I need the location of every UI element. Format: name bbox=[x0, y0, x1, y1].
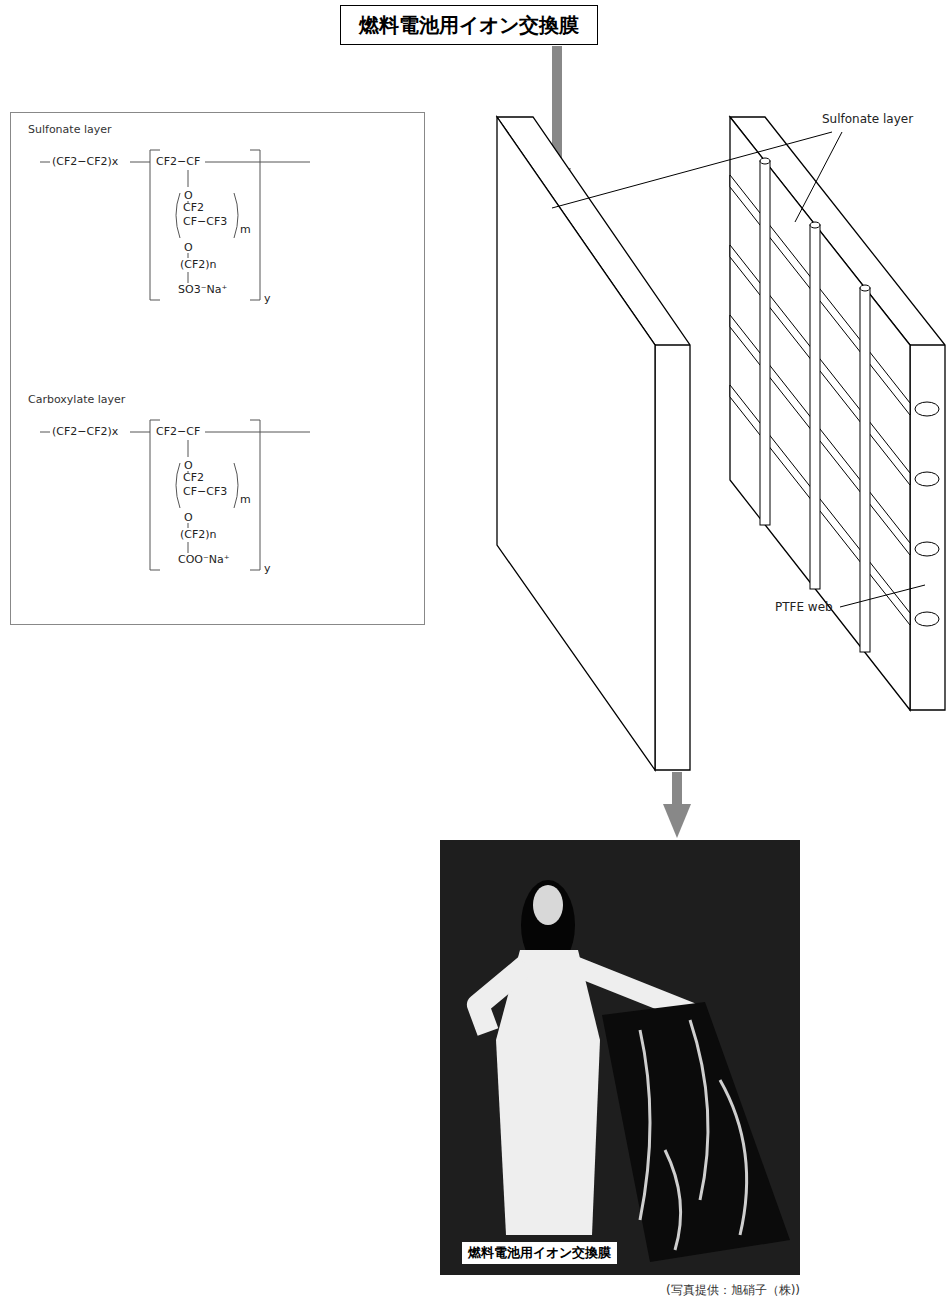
title-box: 燃料電池用イオン交換膜 bbox=[340, 5, 598, 45]
layer-heading: Carboxylate layer bbox=[28, 393, 125, 406]
title-text: 燃料電池用イオン交換膜 bbox=[359, 12, 579, 39]
formula-text: (CF2−CF2)x bbox=[52, 155, 118, 168]
formula-text: (CF2)n bbox=[180, 258, 217, 271]
formula-text: O bbox=[184, 511, 193, 524]
formula-text: CF−CF3 bbox=[183, 485, 227, 498]
formula-text: CF2−CF bbox=[156, 155, 200, 168]
formula-text: CF2−CF bbox=[156, 425, 200, 438]
photo-frame: 燃料電池用イオン交換膜 bbox=[440, 840, 800, 1275]
photo-label: 燃料電池用イオン交換膜 bbox=[462, 1242, 617, 1264]
leader-line bbox=[552, 132, 925, 607]
formula-bonds bbox=[40, 420, 310, 570]
formula-text: O bbox=[184, 241, 193, 254]
membrane-cutaway bbox=[730, 117, 945, 710]
membrane-slab bbox=[497, 117, 690, 770]
formula-text: COO⁻Na⁺ bbox=[178, 553, 230, 566]
photo bbox=[440, 840, 800, 1275]
formula-text: y bbox=[264, 292, 271, 305]
formula-text: SO3⁻Na⁺ bbox=[178, 283, 227, 296]
formula-text: m bbox=[240, 223, 251, 236]
caption: (写真提供：旭硝子（株)) bbox=[666, 1282, 800, 1299]
ptfe-web bbox=[730, 158, 939, 652]
formula-text: (CF2−CF2)x bbox=[52, 425, 118, 438]
formula-text: O bbox=[184, 189, 193, 202]
down-arrow bbox=[663, 772, 691, 838]
part-label: Sulfonate layer bbox=[822, 112, 913, 126]
formula-bonds bbox=[40, 150, 310, 300]
formula-text: CF−CF3 bbox=[183, 215, 227, 228]
formula-text: O bbox=[184, 459, 193, 472]
formula-text: CF2 bbox=[183, 471, 204, 484]
formula-text: (CF2)n bbox=[180, 528, 217, 541]
formula-panel: Sulfonate layerCarboxylate layer bbox=[10, 112, 425, 625]
part-label: PTFE web bbox=[775, 600, 833, 614]
layer-heading: Sulfonate layer bbox=[28, 123, 112, 136]
formula-text: CF2 bbox=[183, 201, 204, 214]
formula-text: y bbox=[264, 562, 271, 575]
formula-text: m bbox=[240, 493, 251, 506]
